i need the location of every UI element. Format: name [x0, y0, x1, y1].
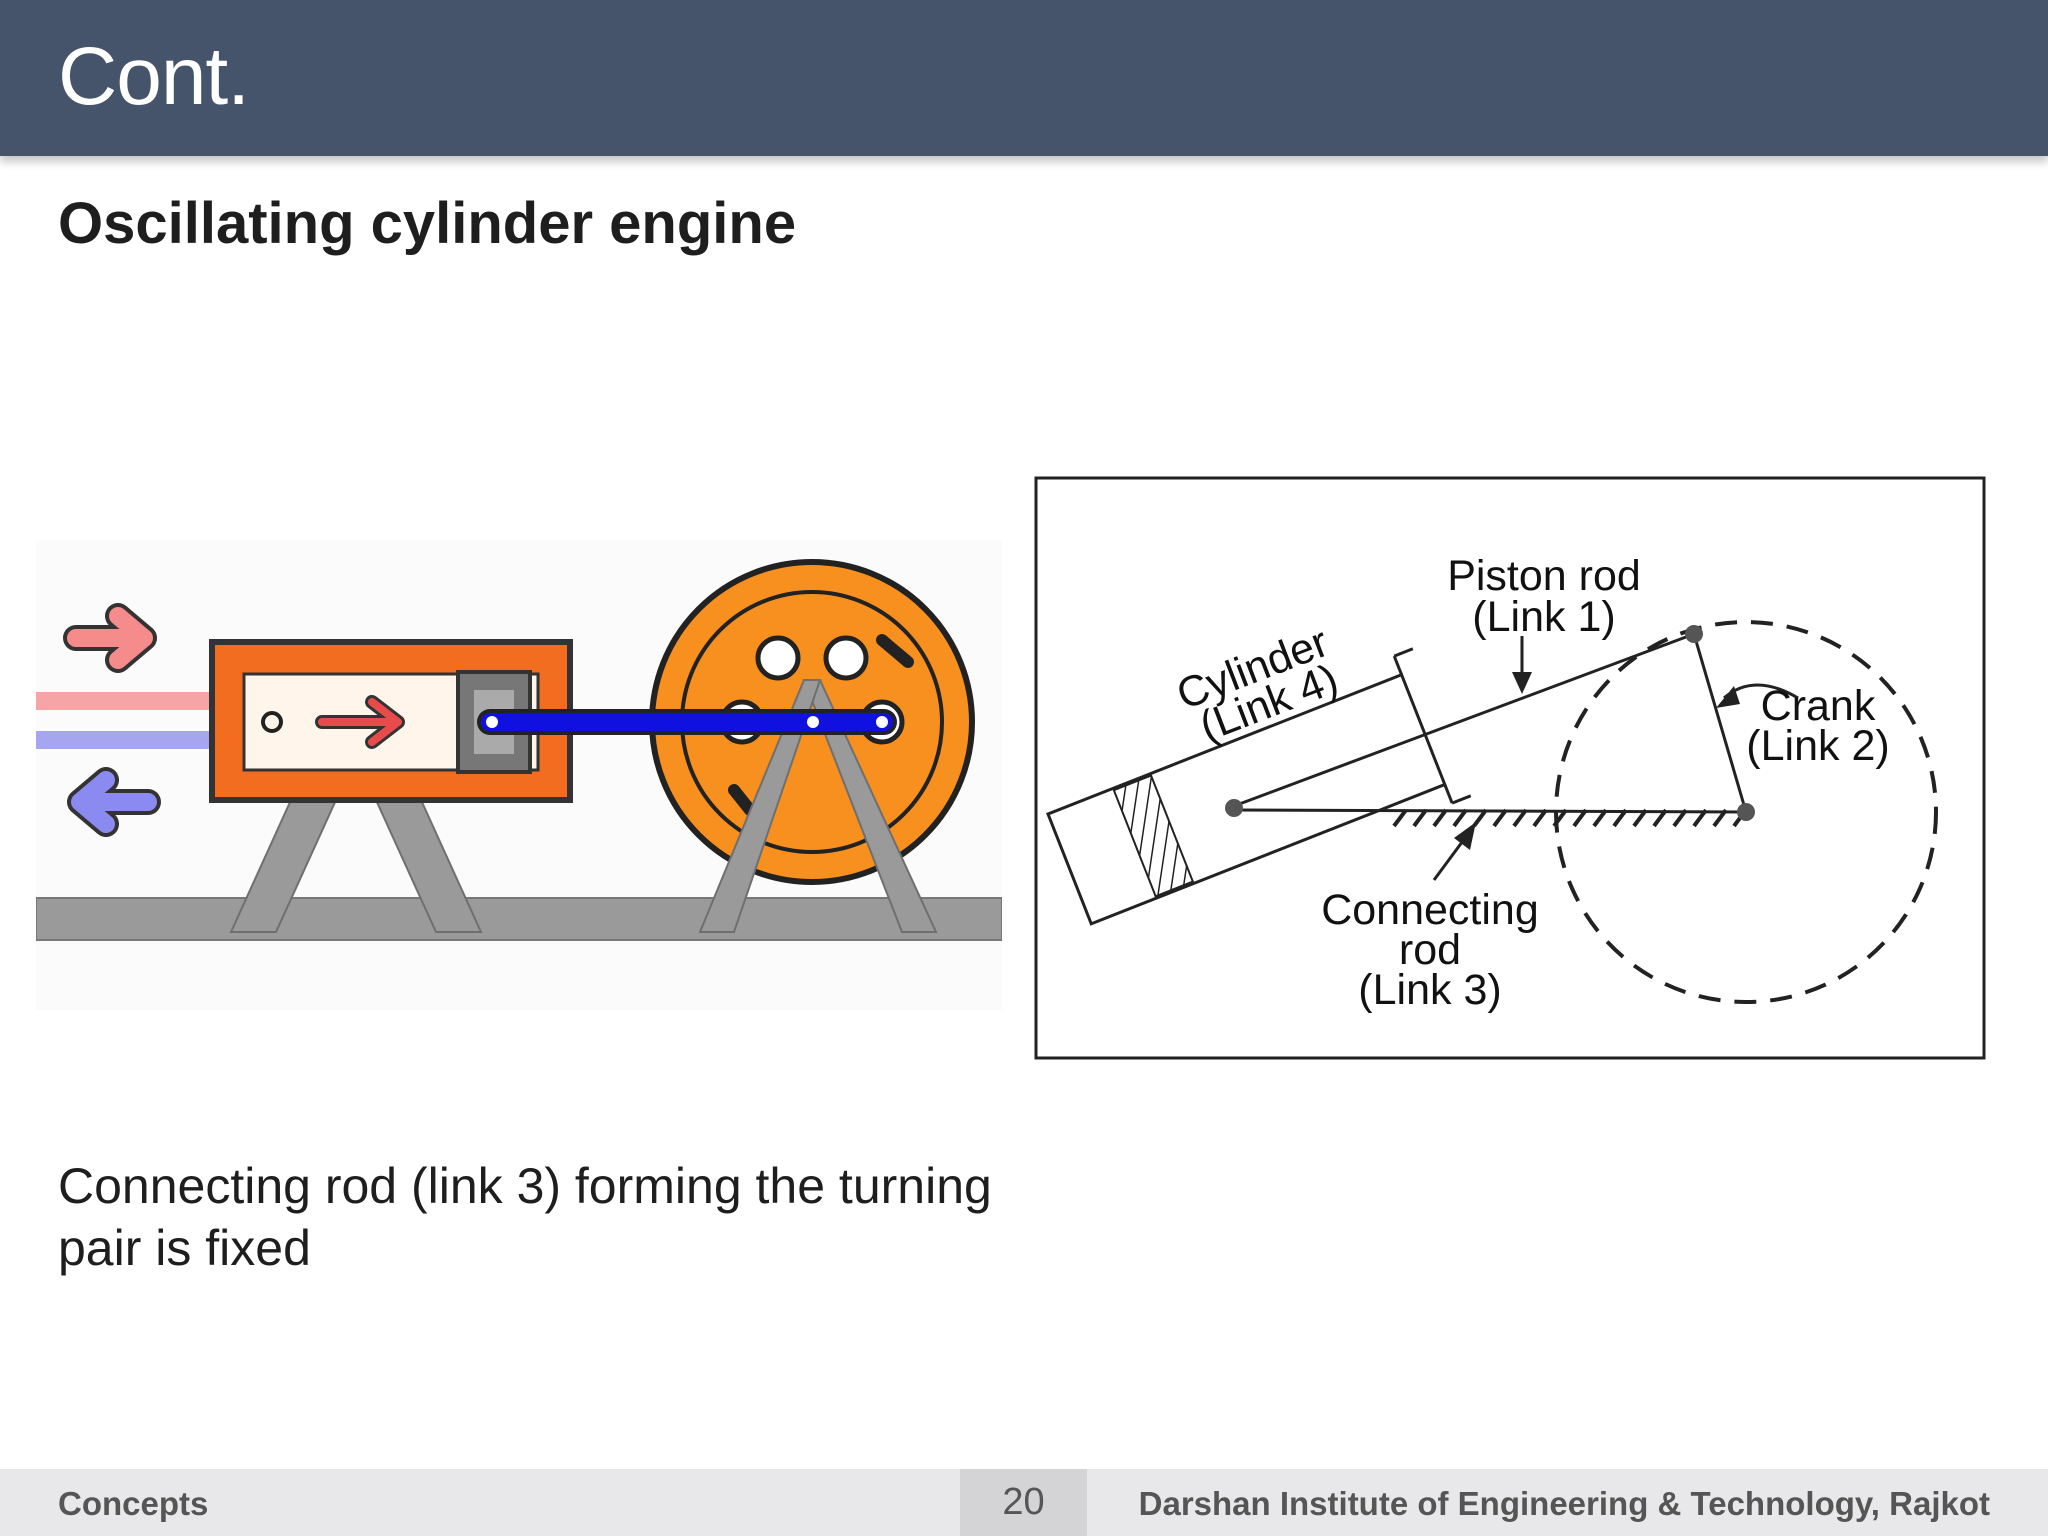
slide-subtitle: Oscillating cylinder engine	[58, 191, 797, 256]
crank-pin-joint	[1685, 625, 1703, 643]
engine-illustration	[36, 540, 1002, 1010]
label-piston-rod: Piston rod	[1447, 552, 1641, 600]
label-connecting-link: (Link 3)	[1358, 966, 1501, 1014]
inlet-arrow-icon	[63, 603, 157, 673]
label-piston-rod-link: (Link 1)	[1472, 593, 1615, 641]
slide-header: Cont.	[0, 0, 2048, 156]
cylinder-schematic	[1046, 647, 1472, 926]
footer-topic: Concepts	[58, 1485, 209, 1522]
label-connecting: Connecting	[1321, 886, 1539, 934]
piston-rod-line	[1233, 632, 1695, 808]
connecting-rod	[477, 709, 897, 735]
footer-institute: Darshan Institute of Engineering & Techn…	[1138, 1485, 1990, 1522]
slide-title: Cont.	[58, 31, 250, 122]
crank-center-joint	[1737, 803, 1755, 821]
connecting-rod-line	[1233, 808, 1747, 814]
connecting-rod-pointer-icon	[1432, 822, 1476, 881]
crank-pointer-icon	[1716, 683, 1799, 708]
crank-line	[1692, 633, 1748, 813]
slide-footer: Concepts 20 Darshan Institute of Enginee…	[0, 1469, 2048, 1536]
piston-rod-pointer-icon	[1512, 636, 1532, 694]
label-rod: rod	[1399, 926, 1461, 974]
pivot-joint	[1225, 799, 1243, 817]
body-text: Connecting rod (link 3) forming the turn…	[58, 1158, 992, 1276]
label-crank: Crank	[1761, 682, 1876, 730]
label-crank-link: (Link 2)	[1746, 722, 1889, 770]
linkage-diagram: Piston rod (Link 1) Cylinder (Link 4) Cr…	[1034, 476, 1986, 1060]
exhaust-arrow-icon	[67, 767, 161, 837]
page-number: 20	[960, 1469, 1087, 1536]
